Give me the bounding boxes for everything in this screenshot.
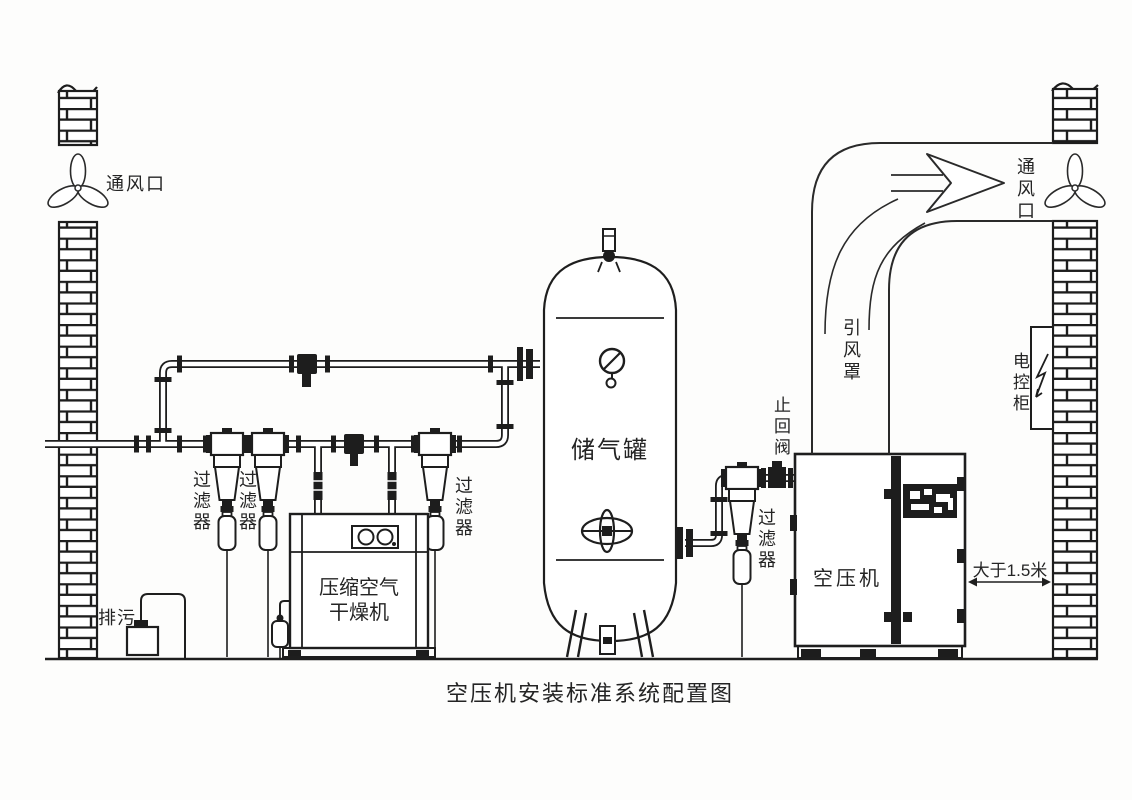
dryer-label: 压缩空气 干燥机 [292,576,426,626]
dryer-label-line2: 干燥机 [329,602,389,624]
air-dryer [282,512,436,658]
check-valve [761,461,793,488]
tank-label: 储气罐 [571,437,649,464]
dryer-drain-bottle [271,600,290,658]
filter-label-2: 过滤器 [237,470,257,533]
vent-right-label: 通风口 [1015,157,1035,223]
right-wall [1051,82,1099,660]
control-cabinet-box [1030,326,1054,430]
filter-label-1: 过滤器 [191,470,211,533]
airflow-arrow [891,153,1005,213]
pipe-valve-upper [297,354,317,387]
diagram-title: 空压机安装标准系统配置图 [446,681,735,706]
riser-unions [313,472,397,500]
pipe-valve-lower [344,434,364,466]
right-vent-fan-icon [1041,153,1109,213]
tank-flanges [517,347,693,559]
compressor-cabinet [790,452,967,659]
air-tank [542,255,678,658]
tank-pressure-gauge-icon [598,347,626,389]
compressor-control-panel [903,484,957,518]
filter-drain-lines [226,550,743,657]
pipe-flanges [134,355,728,536]
filter-label-4: 过滤器 [756,508,776,571]
left-vent-fan-icon [44,153,112,213]
drain-label: 排污 [98,608,136,628]
dryer-label-line1: 压缩空气 [319,577,399,599]
vent-left-label: 通风口 [106,174,166,194]
clearance-arrow [968,577,1051,587]
control-cabinet-label: 电控柜 [1010,352,1029,415]
filter-label-3: 过滤器 [453,476,473,539]
tank-safety-valve [597,228,621,273]
duct-label: 引风罩 [841,318,861,384]
tank-manhole [580,508,634,554]
dryer-control-panel [351,525,399,549]
lightning-icon [1035,353,1049,398]
drain-box [125,593,186,658]
check-valve-label: 止回阀 [771,396,790,459]
exhaust-duct [811,142,1053,454]
compressor-label: 空压机 [813,568,882,590]
clearance-label: 大于1.5米 [972,561,1048,580]
